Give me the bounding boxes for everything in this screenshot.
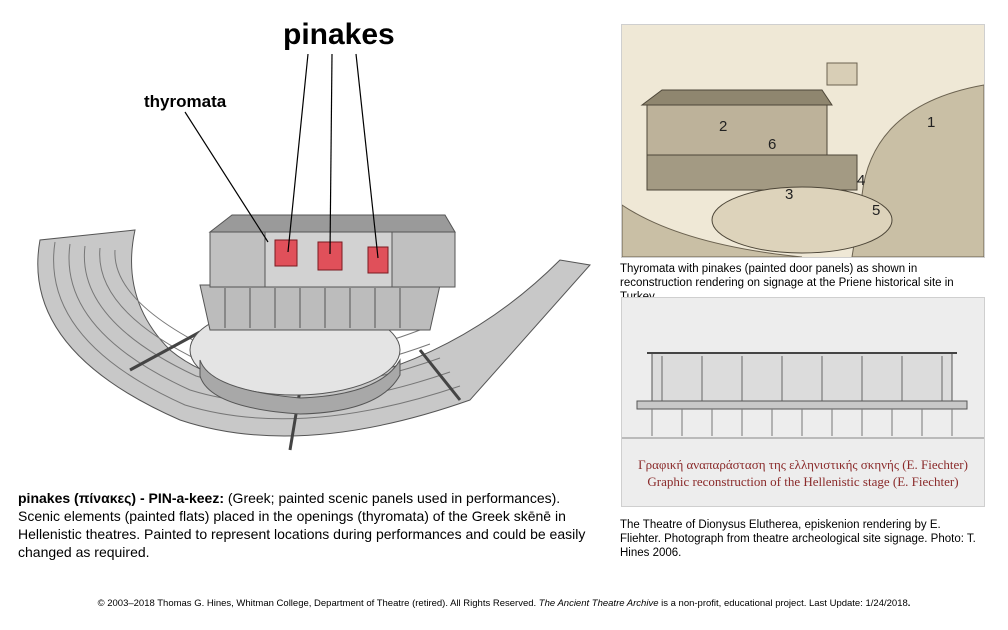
- label-5: 5: [872, 202, 880, 219]
- footer-end: .: [907, 598, 911, 609]
- sign-text: Γραφική αναπαράσταση της ελληνιστικής σκ…: [622, 456, 984, 490]
- definition-text: pinakes (πίνακες) - PIN-a-keez: (Greek; …: [18, 489, 588, 561]
- sign-greek: Γραφική αναπαράσταση της ελληνιστικής σκ…: [638, 457, 968, 472]
- theatre-illustration: [37, 53, 591, 451]
- label-6: 6: [768, 136, 776, 153]
- label-3: 3: [785, 186, 793, 203]
- footer-archive-name: The Ancient Theatre Archive: [538, 598, 659, 609]
- definition-body: (Greek; painted scenic panels used in pe…: [18, 490, 586, 560]
- thyromata-label: thyromata: [144, 92, 227, 111]
- label-2: 2: [719, 118, 727, 135]
- label-1: 1: [927, 114, 935, 131]
- priene-caption: Thyromata with pinakes (painted door pan…: [620, 263, 954, 303]
- episkenion-caption: The Theatre of Dionysus Elutherea, episk…: [620, 519, 976, 559]
- definition-term: pinakes (πίνακες) - PIN-a-keez:: [18, 490, 224, 506]
- copyright-footer: © 2003–2018 Thomas G. Hines, Whitman Col…: [0, 598, 1008, 609]
- sign-english: Graphic reconstruction of the Hellenisti…: [647, 474, 959, 489]
- page-title: pinakes: [283, 18, 395, 51]
- footer-part2: is a non-profit, educational project. La…: [658, 598, 908, 609]
- priene-reconstruction-image: 1 2 3 4 5 6: [621, 24, 985, 258]
- footer-part1: © 2003–2018 Thomas G. Hines, Whitman Col…: [97, 598, 539, 609]
- episkenion-image: Γραφική αναπαράσταση της ελληνιστικής σκ…: [621, 297, 985, 507]
- label-4: 4: [857, 172, 865, 189]
